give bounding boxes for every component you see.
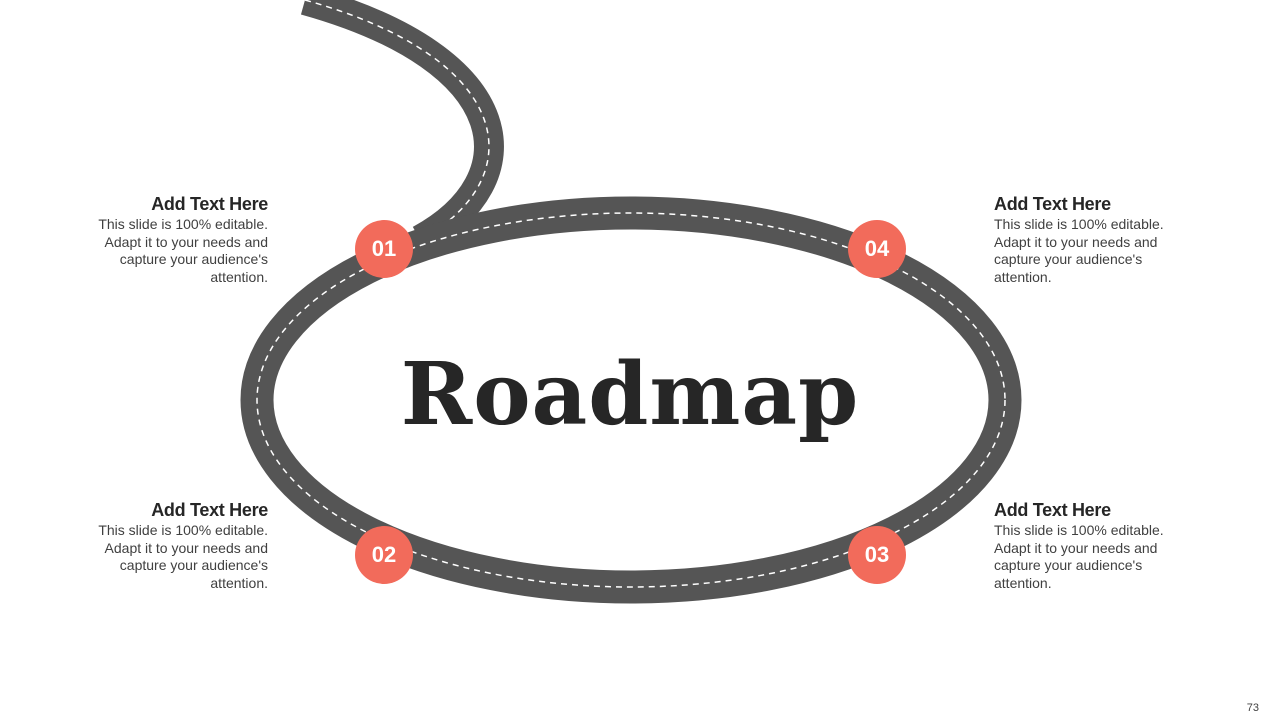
milestone-heading: Add Text Here <box>994 194 1111 214</box>
page-number: 73 <box>1246 702 1259 714</box>
road-loop-lane-line <box>256 212 1006 588</box>
milestone-marker-02: 02 <box>355 526 413 584</box>
milestone-description: This slide is 100% editable. Adapt it to… <box>994 522 1164 591</box>
milestone-marker-01: 01 <box>355 220 413 278</box>
milestone-text-03: Add Text Here This slide is 100% editabl… <box>994 499 1174 592</box>
milestone-number: 01 <box>371 236 397 261</box>
milestone-text-04: Add Text Here This slide is 100% editabl… <box>994 193 1174 286</box>
milestone-number: 03 <box>864 542 890 567</box>
milestone-heading: Add Text Here <box>151 194 268 214</box>
milestone-text-02: Add Text Here This slide is 100% editabl… <box>88 499 268 592</box>
slide-title: Roadmap <box>400 344 860 445</box>
milestone-marker-03: 03 <box>848 526 906 584</box>
milestone-heading: Add Text Here <box>151 500 268 520</box>
road-entry-segment <box>300 0 504 254</box>
milestone-description: This slide is 100% editable. Adapt it to… <box>98 522 268 591</box>
milestone-description: This slide is 100% editable. Adapt it to… <box>994 216 1164 285</box>
milestone-number: 04 <box>864 236 890 261</box>
milestone-number: 02 <box>371 542 397 567</box>
milestone-text-01: Add Text Here This slide is 100% editabl… <box>88 193 268 286</box>
milestone-description: This slide is 100% editable. Adapt it to… <box>98 216 268 285</box>
milestone-marker-04: 04 <box>848 220 906 278</box>
milestone-heading: Add Text Here <box>994 500 1111 520</box>
road-entry-lane-line <box>304 0 490 241</box>
